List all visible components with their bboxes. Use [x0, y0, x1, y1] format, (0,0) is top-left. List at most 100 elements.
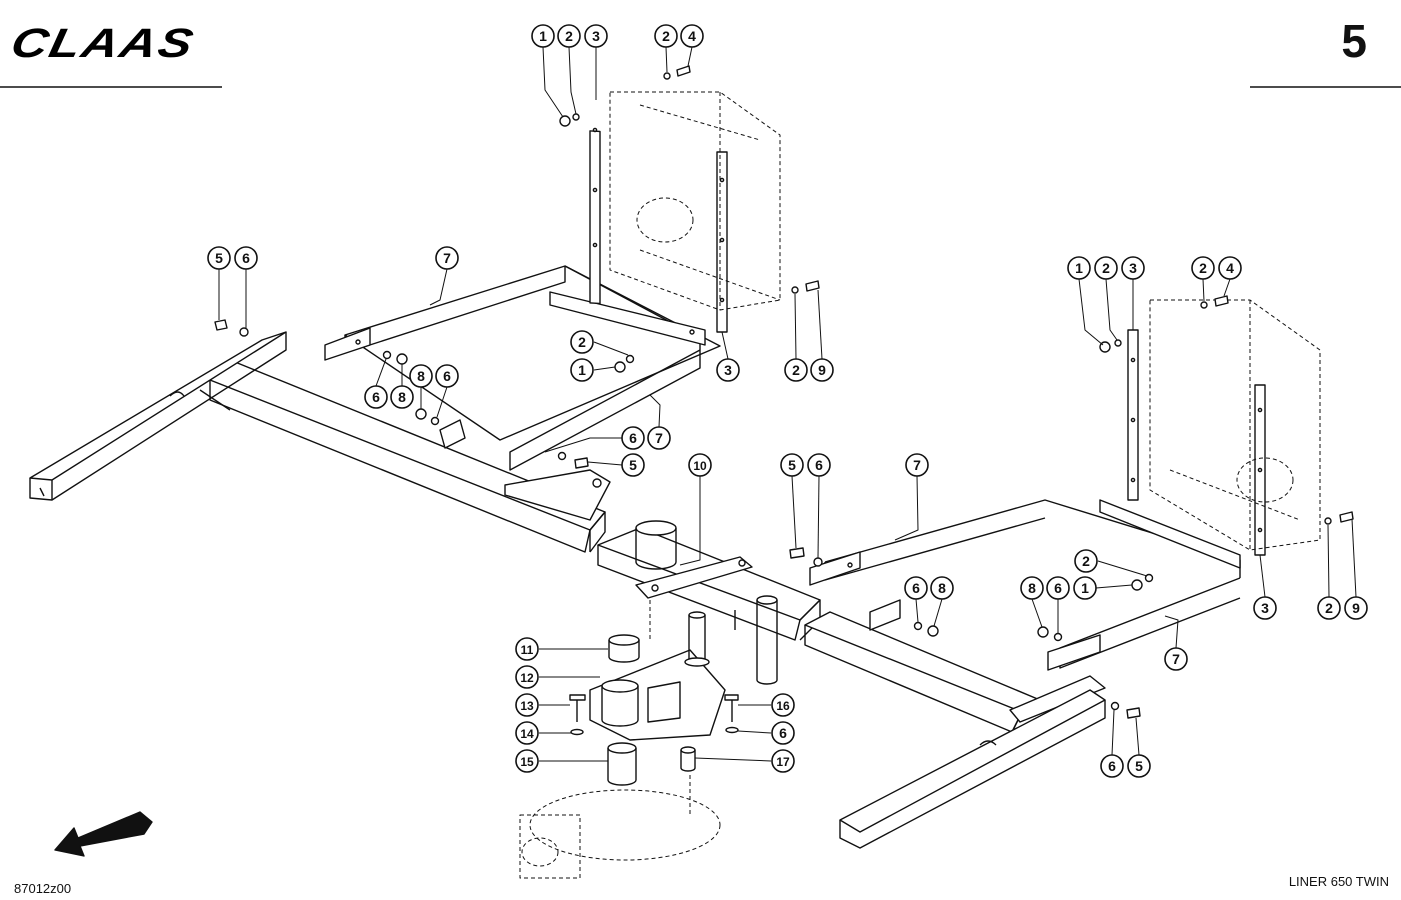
callout-number: 10	[693, 459, 707, 473]
gearbox-outline-left	[609, 91, 781, 311]
callout-13: 13	[515, 693, 539, 717]
callout-number: 1	[539, 28, 547, 44]
callout-number: 7	[655, 430, 663, 446]
direction-arrow-icon	[54, 811, 153, 857]
callout-number: 2	[565, 28, 573, 44]
callout-number: 15	[520, 755, 534, 769]
callout-number: 5	[215, 250, 223, 266]
callout-number: 5	[788, 457, 796, 473]
callout-6: 6	[807, 453, 831, 477]
callout-2: 2	[784, 358, 808, 382]
callout-6: 6	[621, 426, 645, 450]
callout-8: 8	[1020, 576, 1044, 600]
callout-number: 6	[242, 250, 250, 266]
callout-number: 11	[521, 643, 534, 657]
callout-number: 7	[1172, 651, 1180, 667]
callout-17: 17	[771, 749, 795, 773]
callout-7: 7	[435, 246, 459, 270]
callout-number: 2	[1082, 553, 1090, 569]
callout-number: 8	[417, 368, 425, 384]
callout-number: 9	[1352, 600, 1360, 616]
callout-11: 11	[515, 637, 539, 661]
callout-2: 2	[1191, 256, 1215, 280]
right-arm-frame	[809, 499, 1241, 671]
callout-6: 6	[435, 364, 459, 388]
callout-1: 1	[1073, 576, 1097, 600]
center-beam	[597, 520, 821, 685]
callout-7: 7	[1164, 647, 1188, 671]
callout-2: 2	[557, 24, 581, 48]
callout-9: 9	[810, 358, 834, 382]
callout-number: 2	[1102, 260, 1110, 276]
callout-number: 8	[398, 389, 406, 405]
callout-number: 2	[1325, 600, 1333, 616]
callout-4: 4	[1218, 256, 1242, 280]
callout-6: 6	[1100, 754, 1124, 778]
callout-number: 12	[520, 671, 534, 685]
callout-8: 8	[930, 576, 954, 600]
callout-number: 4	[688, 28, 696, 44]
leader-lines	[218, 46, 1357, 762]
callout-number: 6	[1108, 758, 1116, 774]
callout-number: 2	[1199, 260, 1207, 276]
callout-number: 16	[776, 699, 790, 713]
callout-10: 10	[688, 453, 712, 477]
callout-number: 3	[1261, 600, 1269, 616]
callout-number: 17	[776, 755, 790, 769]
callout-5: 5	[621, 453, 645, 477]
callout-number: 6	[443, 368, 451, 384]
callout-3: 3	[1121, 256, 1145, 280]
callout-2: 2	[1317, 596, 1341, 620]
callout-6: 6	[364, 385, 388, 409]
callout-8: 8	[390, 385, 414, 409]
callout-number: 3	[724, 362, 732, 378]
callout-12: 12	[515, 665, 539, 689]
callout-6: 6	[1046, 576, 1070, 600]
callout-number: 8	[1028, 580, 1036, 596]
callout-number: 7	[913, 457, 921, 473]
mounting-bars-left	[589, 127, 728, 333]
callout-number: 13	[520, 699, 534, 713]
callout-1: 1	[1067, 256, 1091, 280]
rotor-gearbox-outline	[519, 600, 721, 879]
callout-5: 5	[207, 246, 231, 270]
callout-number: 2	[792, 362, 800, 378]
callout-6: 6	[234, 246, 258, 270]
callout-7: 7	[647, 426, 671, 450]
main-beam-right	[804, 611, 1041, 733]
callout-number: 6	[1054, 580, 1062, 596]
callout-number: 2	[578, 334, 586, 350]
callout-1: 1	[531, 24, 555, 48]
callout-5: 5	[1127, 754, 1151, 778]
callout-6: 6	[771, 721, 795, 745]
callout-number: 6	[815, 457, 823, 473]
callout-number: 7	[443, 250, 451, 266]
callout-15: 15	[515, 749, 539, 773]
callout-number: 1	[1075, 260, 1083, 276]
callout-number: 6	[779, 725, 787, 741]
callout-number: 8	[938, 580, 946, 596]
callout-number: 6	[372, 389, 380, 405]
callout-number: 1	[1081, 580, 1089, 596]
gearbox-outline-right	[1149, 299, 1321, 551]
callout-number: 14	[520, 727, 534, 741]
right-drawbar	[839, 675, 1106, 849]
fasteners	[214, 65, 1354, 719]
callout-number: 3	[592, 28, 600, 44]
callout-5: 5	[780, 453, 804, 477]
callout-number: 1	[578, 362, 586, 378]
callout-number: 4	[1226, 260, 1234, 276]
callout-number: 3	[1129, 260, 1137, 276]
left-arm-frame	[324, 265, 721, 521]
callout-3: 3	[716, 358, 740, 382]
callout-9: 9	[1344, 596, 1368, 620]
callout-7: 7	[905, 453, 929, 477]
bearing-assembly	[569, 611, 739, 786]
model-name: LINER 650 TWIN	[1288, 874, 1389, 889]
callout-3: 3	[584, 24, 608, 48]
left-drawbar	[29, 331, 287, 501]
callout-number: 5	[1135, 758, 1143, 774]
